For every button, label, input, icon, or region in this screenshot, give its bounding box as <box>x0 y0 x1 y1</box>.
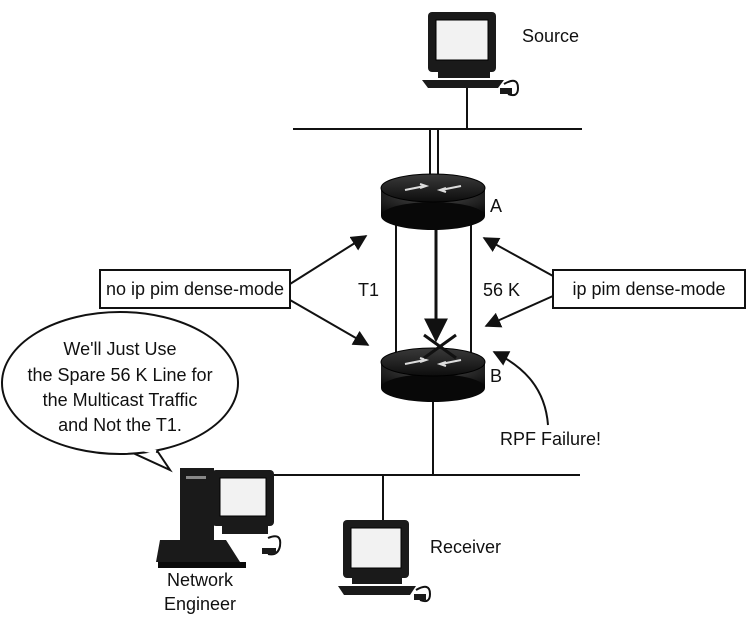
speech-bubble-line2: the Spare 56 K Line for <box>27 365 212 385</box>
right-arrow-to-a <box>482 237 554 277</box>
network-engineer-label-line2: Engineer <box>164 594 236 614</box>
left-config-box <box>99 269 291 309</box>
network-engineer-label-line1: Network <box>167 570 234 590</box>
workstation-icon[interactable] <box>156 468 282 568</box>
router-b-icon[interactable] <box>380 347 486 402</box>
speech-bubble-line1: We'll Just Use <box>63 339 176 359</box>
speech-bubble-line4: and Not the T1. <box>58 415 182 435</box>
right-config-box <box>552 269 746 309</box>
speech-bubble <box>1 311 239 473</box>
56k-label: 56 K <box>483 280 520 300</box>
x-mark-icon <box>423 333 457 360</box>
left-config-text: no ip pim dense-mode <box>106 279 284 299</box>
source-label: Source <box>522 26 579 46</box>
rpf-failure-label: RPF Failure! <box>500 429 601 449</box>
receiver-label: Receiver <box>430 537 501 557</box>
left-arrow-to-b <box>289 299 370 346</box>
router-b-label: B <box>490 366 502 386</box>
router-a-label: A <box>490 196 502 216</box>
speech-bubble-line3: the Multicast Traffic <box>43 390 198 410</box>
right-config-text: ip pim dense-mode <box>572 279 725 299</box>
rpf-failure-arrow <box>492 351 549 426</box>
router-a-icon[interactable] <box>380 173 486 230</box>
receiver-computer-icon[interactable] <box>338 520 432 603</box>
right-arrow-to-b <box>484 295 554 328</box>
source-computer-icon[interactable] <box>422 12 520 97</box>
left-arrow-to-a <box>289 235 368 285</box>
t1-label: T1 <box>358 280 379 300</box>
